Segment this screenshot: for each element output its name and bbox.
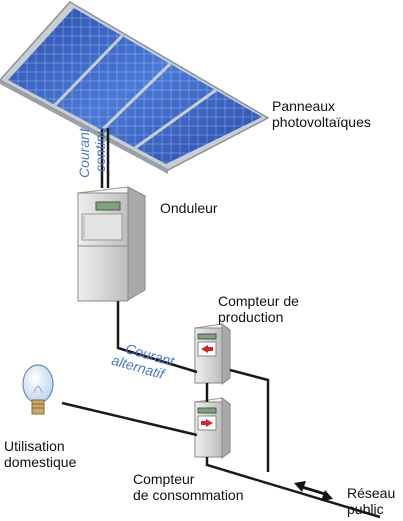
domestic-use-line1: Utilisation (4, 438, 65, 454)
dc-current-line2: continu (92, 126, 108, 172)
panels-label-line1: Panneaux (272, 98, 336, 114)
dc-cable (100, 128, 110, 188)
light-bulb-icon (22, 364, 54, 415)
solar-panel (0, 1, 270, 174)
panels-label-line2: photovoltaïques (272, 114, 371, 130)
domestic-use-label: Utilisation domestique (4, 438, 76, 470)
production-meter-line1: Compteur de (218, 293, 299, 309)
panels-label: Panneaux photovoltaïques (272, 98, 371, 130)
grid-label: Réseau public (347, 485, 395, 517)
inverter-cabinet (76, 186, 147, 302)
domestic-use-line2: domestique (4, 454, 77, 470)
production-meter (193, 323, 232, 385)
consumption-meter (193, 397, 232, 459)
consumption-meter-label: Compteur de consommation (133, 471, 244, 503)
double-arrow-icon (294, 481, 333, 501)
consumption-meter-line2: de consommation (133, 487, 244, 503)
grid-label-line1: Réseau (347, 485, 396, 501)
grid-label-line2: public (347, 501, 384, 517)
inverter-label: Onduleur (160, 200, 218, 216)
dc-current-line1: Courant (76, 128, 92, 178)
dc-current-label: Courant continu (76, 127, 108, 178)
production-meter-label: Compteur de production (218, 293, 299, 325)
production-meter-line2: production (218, 309, 284, 325)
consumption-meter-line1: Compteur (133, 471, 195, 487)
